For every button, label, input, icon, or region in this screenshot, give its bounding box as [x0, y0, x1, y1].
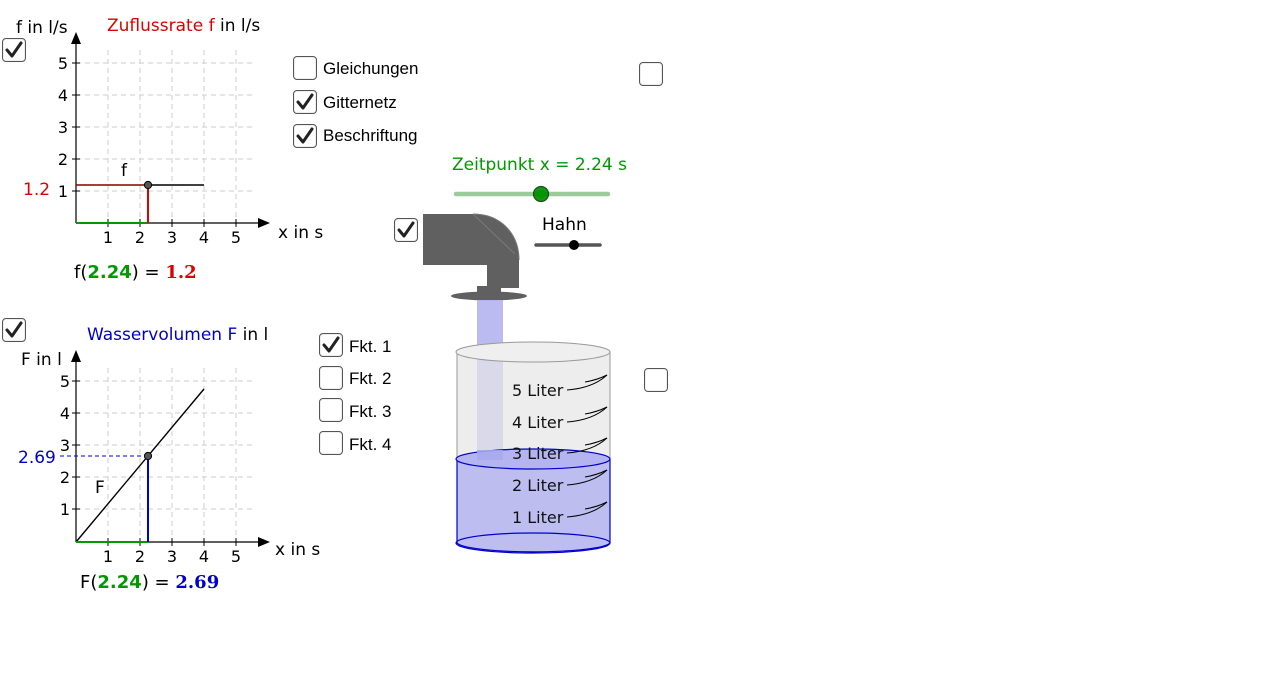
mark-2-liter: 2 Liter	[512, 476, 564, 495]
grid-label: Gitternetz	[323, 93, 397, 112]
checkmark-icon	[322, 336, 340, 353]
function-2-label: Fkt. 2	[349, 369, 392, 388]
function-1-label: Fkt. 1	[349, 337, 392, 356]
bottom-y-tick-5: 5	[60, 372, 70, 391]
function-2-checkbox[interactable]	[319, 366, 343, 390]
beaker-scene: 5 Liter 4 Liter 3 Liter 2 Liter 1 Liter	[423, 213, 611, 554]
top-axes	[75, 40, 262, 224]
bottom-x-tick-4: 4	[199, 547, 209, 566]
function-3-checkbox[interactable]	[319, 398, 343, 422]
bottom-x-tick-2: 2	[135, 547, 145, 566]
bottom-x-arrow-icon	[258, 537, 270, 547]
top-y-tick-2: 2	[58, 150, 68, 169]
bottom-point	[143, 451, 153, 461]
bottom-y-tick-3: 3	[60, 436, 70, 455]
top-y-ticks	[72, 62, 80, 192]
mark-3-liter: 3 Liter	[512, 444, 564, 463]
top-grid	[76, 50, 252, 223]
function-3-label: Fkt. 3	[349, 402, 392, 421]
top-y-arrow-icon	[71, 32, 81, 44]
bottom-y-ticks	[72, 380, 80, 510]
top-y-tick-5: 5	[58, 54, 68, 73]
equations-checkbox[interactable]	[293, 56, 317, 80]
checkmark-icon	[5, 41, 23, 58]
mark-5-liter: 5 Liter	[512, 381, 564, 400]
show-bottom-graph-checkbox[interactable]	[2, 318, 26, 342]
tap-slider-label: Hahn	[542, 215, 587, 235]
bottom-x-tick-3: 3	[167, 547, 177, 566]
bottom-x-tick-5: 5	[231, 547, 241, 566]
checkmark-icon	[5, 321, 23, 338]
top-x-axis-label: x in s	[278, 223, 323, 243]
bottom-x-axis-label: x in s	[275, 540, 320, 560]
tap-slider-thumb	[569, 240, 579, 250]
checkmark-icon	[397, 221, 415, 238]
bottom-y-tick-4: 4	[60, 404, 70, 423]
mark-1-liter: 1 Liter	[512, 508, 564, 527]
top-x-arrow-icon	[258, 218, 270, 228]
top-graph-title: Zuflussrate f in l/s	[107, 16, 260, 36]
beaker-water	[456, 458, 611, 553]
time-slider-label: Zeitpunkt x = 2.24 s	[452, 155, 627, 175]
pipe-checkbox[interactable]	[394, 218, 418, 242]
top-y-tick-4: 4	[58, 86, 68, 105]
top-formula: f(2.24) = 1.2	[74, 262, 197, 283]
top-x-tick-2: 2	[135, 228, 145, 247]
top-curve-label: f	[121, 161, 128, 181]
bottom-y-axis-label: F in l	[21, 350, 62, 370]
bottom-curve	[75, 388, 205, 543]
bottom-y-tick-1: 1	[60, 500, 70, 519]
grid-checkbox[interactable]	[293, 90, 317, 114]
beaker-rim	[455, 341, 611, 363]
bottom-x-tick-1: 1	[103, 547, 113, 566]
top-x-tick-1: 1	[103, 228, 113, 247]
mark-4-liter: 4 Liter	[512, 413, 564, 432]
top-y-tick-3: 3	[58, 118, 68, 137]
bottom-grid	[76, 368, 252, 542]
bottom-y-arrow-icon	[71, 350, 81, 362]
checkmark-icon	[296, 93, 314, 110]
tap-slider[interactable]: Hahn	[530, 210, 610, 255]
top-right-checkbox[interactable]	[639, 62, 663, 86]
function-4-checkbox[interactable]	[319, 431, 343, 455]
equations-label: Gleichungen	[323, 59, 419, 78]
function-4-label: Fkt. 4	[349, 435, 392, 454]
beaker-side-checkbox[interactable]	[644, 368, 668, 392]
top-y-tick-1: 1	[58, 182, 68, 201]
pipe-icon	[423, 213, 527, 301]
bottom-y-tick-2: 2	[60, 468, 70, 487]
bottom-value-label: 2.69	[18, 448, 56, 468]
bottom-graph-title: Wasservolumen F in l	[87, 325, 268, 345]
bottom-axes	[75, 358, 262, 543]
top-y-axis-label: f in l/s	[16, 18, 68, 38]
top-graph: 1 2 3 4 5 1 2 3 4 5 f in l/s x in s Zufl…	[16, 16, 323, 283]
bottom-graph: 1 2 3 4 5 1 2 3 4 5 F in l x in s Wasser…	[18, 325, 320, 593]
graduations	[566, 374, 608, 518]
top-x-tick-5: 5	[231, 228, 241, 247]
time-slider[interactable]: Zeitpunkt x = 2.24 s	[440, 148, 650, 208]
top-x-tick-4: 4	[199, 228, 209, 247]
checkmark-icon	[296, 127, 314, 144]
beaker-bottom	[455, 532, 611, 554]
top-point	[143, 180, 153, 190]
labels-label: Beschriftung	[323, 126, 418, 145]
labels-checkbox[interactable]	[293, 124, 317, 148]
show-top-graph-checkbox[interactable]	[2, 38, 26, 62]
top-x-tick-3: 3	[167, 228, 177, 247]
bottom-formula: F(2.24) = 2.69	[80, 572, 219, 593]
bottom-x-ticks	[107, 538, 237, 546]
function-1-checkbox[interactable]	[319, 333, 343, 357]
bottom-curve-label: F	[95, 478, 105, 498]
top-value-label: 1.2	[23, 180, 50, 200]
